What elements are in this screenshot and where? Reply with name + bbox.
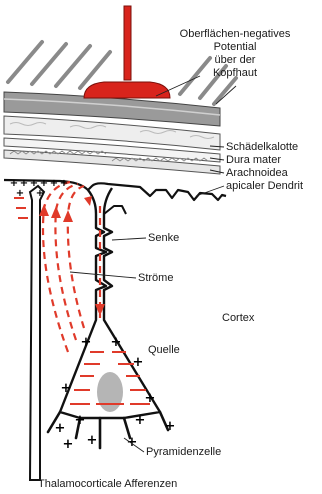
label-currents: Ströme: [138, 272, 173, 284]
label-sink: Senke: [148, 232, 179, 244]
plus-sign: +: [61, 381, 72, 396]
label-surface-potential-1: Oberflächen-negatives: [160, 28, 310, 40]
label-dura-mater: Dura mater: [226, 154, 281, 166]
label-skull: Schädelkalotte: [226, 141, 298, 153]
label-thalamocortical: Thalamocorticale Afferenzen: [38, 478, 177, 490]
plus-sign: +: [87, 433, 98, 448]
label-arachnoid: Arachnoidea: [226, 167, 288, 179]
plus-sign: +: [135, 413, 146, 428]
label-pyramidal-cell: Pyramidenzelle: [146, 446, 221, 458]
plus-sign: +: [55, 421, 66, 436]
label-surface-potential-4: Kopfhaut: [160, 67, 310, 79]
label-cortex: Cortex: [222, 312, 254, 324]
plus-sign: +: [50, 178, 58, 189]
plus-sign: +: [81, 335, 92, 350]
plus-sign: +: [60, 178, 68, 189]
plus-sign: +: [16, 188, 24, 199]
plus-sign: +: [75, 413, 86, 428]
label-source: Quelle: [148, 344, 180, 356]
plus-sign: +: [165, 419, 176, 434]
label-surface-potential-3: über der: [160, 54, 310, 66]
plus-sign: +: [36, 188, 44, 199]
plus-sign: +: [63, 437, 74, 452]
plus-sign: +: [127, 435, 138, 450]
plus-sign: +: [111, 335, 122, 350]
plus-sign: +: [145, 391, 156, 406]
plus-sign: +: [133, 355, 144, 370]
label-apical-dendrite: apicaler Dendrit: [226, 180, 303, 192]
label-surface-potential-2: Potential: [160, 41, 310, 53]
